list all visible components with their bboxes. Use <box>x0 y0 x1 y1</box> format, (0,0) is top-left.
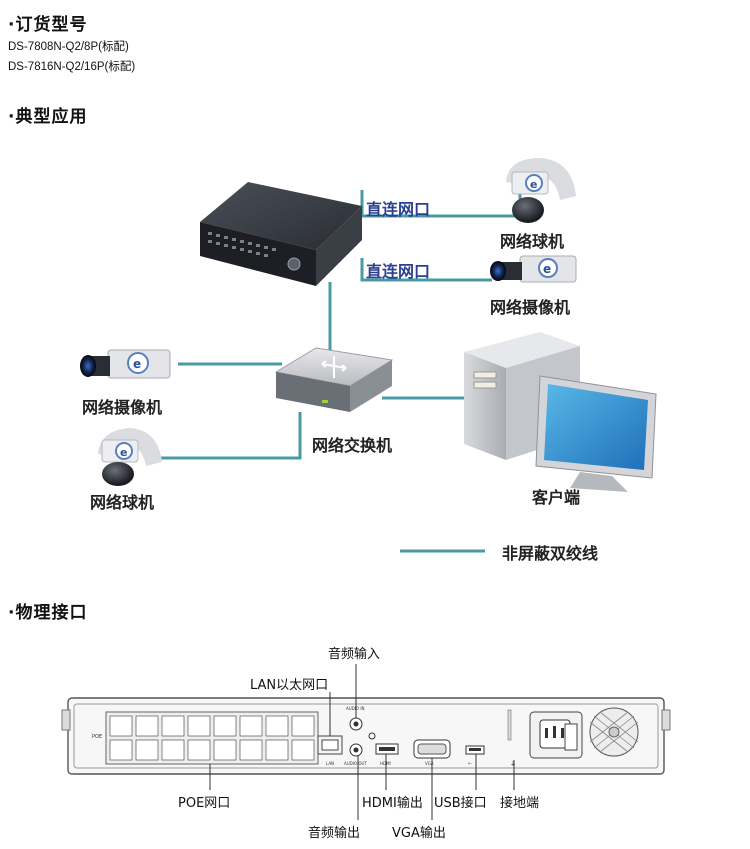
svg-text:⏚: ⏚ <box>510 761 516 768</box>
box-camera-right-icon: e <box>490 255 577 283</box>
poe-label: POE网口 <box>178 796 231 811</box>
model-1: DS-7808N-Q2/8P(标配) <box>8 41 129 53</box>
client-pc-icon <box>464 332 657 492</box>
svg-text:AUDIO OUT: AUDIO OUT <box>344 761 367 766</box>
svg-text:e: e <box>543 262 551 276</box>
legend-label: 非屏蔽双绞线 <box>502 544 599 563</box>
direct-port-label-2: 直连网口 <box>366 262 431 281</box>
switch-label: 网络交换机 <box>312 436 393 455</box>
svg-text:⇠: ⇠ <box>468 761 472 767</box>
svg-text:LAN: LAN <box>326 761 334 766</box>
power-switch <box>564 723 578 751</box>
order-model-title: ·订货型号 <box>8 15 88 35</box>
lan-label: LAN以太网口 <box>250 678 329 693</box>
nvr-device <box>200 182 362 286</box>
ground-label: 接地端 <box>500 796 540 811</box>
svg-text:e: e <box>133 357 141 371</box>
svg-text:e: e <box>530 178 537 191</box>
hdmi-label: HDMI输出 <box>362 796 423 811</box>
dome-camera-left-icon: e <box>98 428 162 486</box>
audio-in-label: 音频输入 <box>328 647 381 662</box>
svg-text:e: e <box>120 446 127 459</box>
cable-nvr-box-camera <box>360 258 492 282</box>
box-camera-left-label: 网络摄像机 <box>82 398 163 417</box>
svg-text:POE: POE <box>92 734 102 740</box>
box-camera-right-label: 网络摄像机 <box>490 298 571 317</box>
direct-port-label-1: 直连网口 <box>366 200 431 219</box>
model-2: DS-7816N-Q2/16P(标配) <box>8 61 136 73</box>
vga-label: VGA输出 <box>392 826 446 841</box>
client-label: 客户端 <box>532 488 581 507</box>
dome-camera-right-icon: e <box>506 158 576 223</box>
interface-title: ·物理接口 <box>8 603 88 623</box>
rear-panel-device: POE LAN AUDIO IN AUDIO OUT HDMI VGA ⇠ <box>61 697 671 775</box>
audio-out-label: 音频输出 <box>308 826 361 841</box>
dome-camera-left-label: 网络球机 <box>90 493 155 512</box>
callout-lines <box>209 664 515 820</box>
svg-text:AUDIO IN: AUDIO IN <box>346 706 365 711</box>
usb-label: USB接口 <box>434 796 487 811</box>
dome-camera-right-label: 网络球机 <box>500 232 565 251</box>
svg-text:VGA: VGA <box>425 761 434 766</box>
poe-ports <box>109 715 315 761</box>
network-switch-icon <box>274 347 394 412</box>
application-title: ·典型应用 <box>8 107 88 127</box>
cable-switch-dome <box>150 412 302 460</box>
box-camera-left-icon: e <box>80 349 171 379</box>
svg-text:HDMI: HDMI <box>380 761 391 766</box>
